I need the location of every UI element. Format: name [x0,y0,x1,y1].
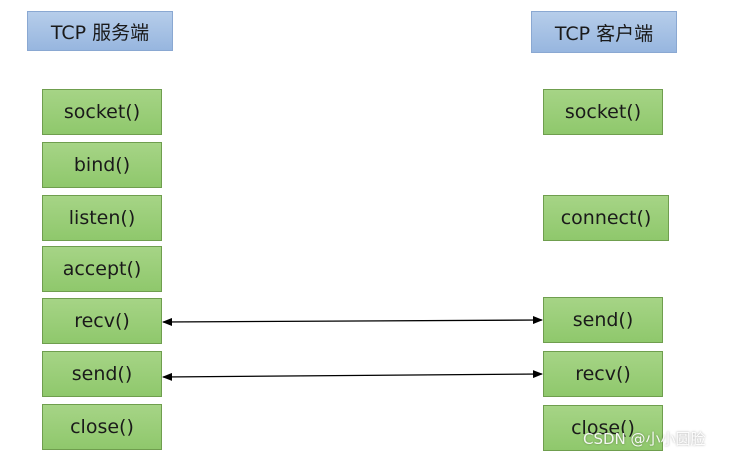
server-step-recv: recv() [42,298,162,344]
client-step-socket: socket() [543,89,663,135]
server-step-close: close() [42,404,162,450]
server-step-send: send() [42,351,162,397]
server-title: TCP 服务端 [27,11,173,51]
server-step-bind: bind() [42,142,162,188]
arrow-recv-send [162,316,543,326]
client-step-close: close() [543,405,663,451]
server-step-listen: listen() [42,195,162,241]
client-step-recv: recv() [543,351,663,397]
server-step-socket: socket() [42,89,162,135]
client-step-send: send() [543,297,663,343]
client-step-connect: connect() [543,195,669,241]
server-step-accept: accept() [42,246,162,292]
client-title: TCP 客户端 [531,11,677,53]
arrow-send-recv [162,370,543,381]
watermark: CSDN @小小圆脸 [583,430,706,448]
